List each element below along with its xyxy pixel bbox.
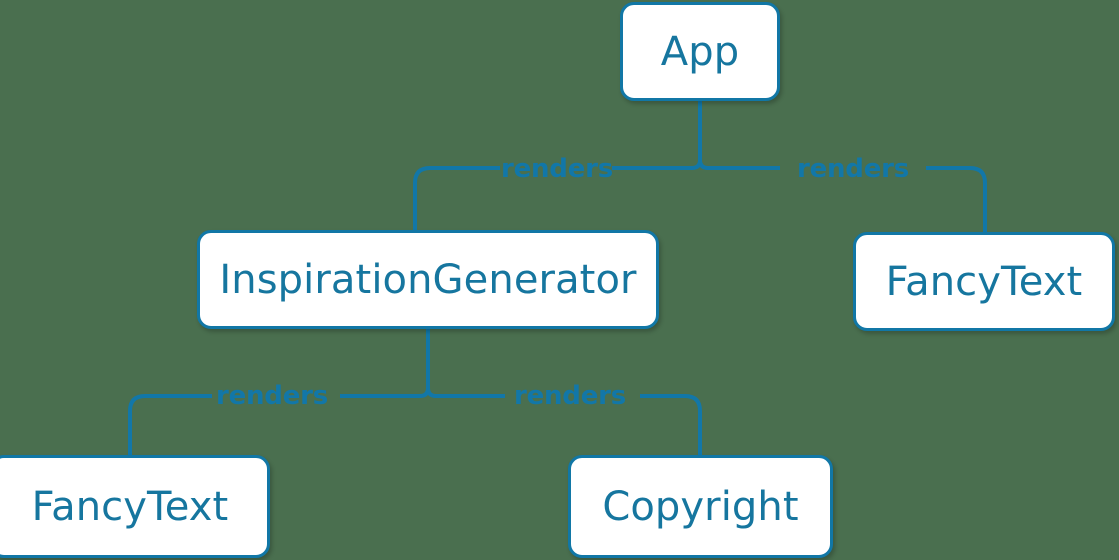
edge-app-to-fancytext-right-seg	[926, 166, 987, 232]
node-copyright[interactable]: Copyright	[568, 455, 833, 558]
edge-inspiration-stub	[419, 329, 430, 398]
edge-app-stub-right	[698, 101, 709, 170]
node-copyright-label: Copyright	[602, 483, 799, 530]
node-fancytext-right-label: FancyText	[885, 258, 1083, 305]
node-app[interactable]: App	[620, 2, 780, 101]
edge-inspiration-to-fancytext-right-seg	[128, 394, 212, 455]
edge-label-inspiration-generator-to-fancytext-bottom: renders	[215, 381, 329, 411]
edge-app-stub	[691, 101, 702, 170]
edge-inspiration-stub-right	[426, 329, 437, 398]
node-fancytext-bottom-label: FancyText	[31, 483, 229, 530]
edge-label-app-to-fancytext-right: renders	[796, 154, 910, 184]
node-fancytext-bottom[interactable]: FancyText	[0, 455, 270, 558]
edge-app-to-inspiration-right-seg	[413, 166, 500, 230]
edge-label-app-to-inspiration-generator: renders	[500, 154, 614, 184]
edge-inspiration-to-copyright-right-seg	[640, 394, 702, 455]
edge-label-inspiration-generator-to-copyright: renders	[513, 381, 627, 411]
node-fancytext-right[interactable]: FancyText	[853, 232, 1115, 331]
node-app-label: App	[660, 28, 740, 75]
node-inspiration-generator-label: InspirationGenerator	[219, 256, 637, 303]
node-inspiration-generator[interactable]: InspirationGenerator	[197, 230, 659, 329]
